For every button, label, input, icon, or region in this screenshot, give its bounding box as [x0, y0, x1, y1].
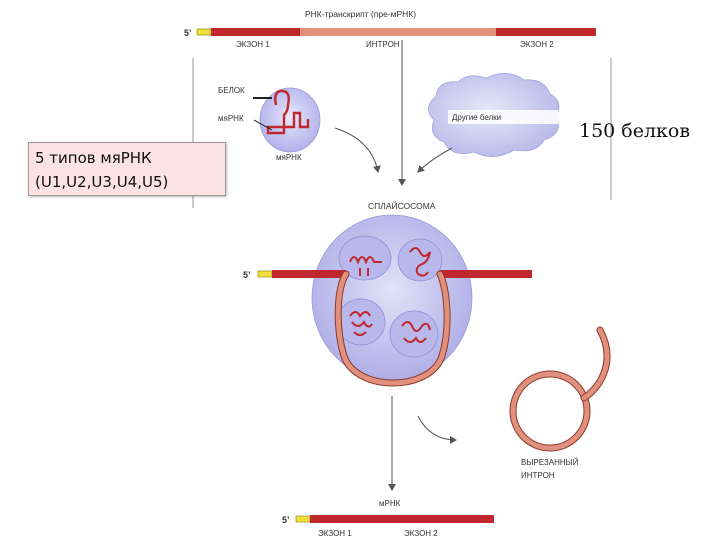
cap-mrna	[295, 515, 311, 523]
callout-line-1: 5 типов мяРНК	[35, 149, 152, 167]
transcript-title: РНК-транскрипт (пре-мРНК)	[305, 9, 416, 19]
excised-intron-tail-fill	[581, 327, 610, 401]
exon2-spliceosome	[440, 270, 532, 278]
spliceosome-label: СПЛАЙСОСОМА	[368, 200, 436, 211]
excised-intron-label-2: ИНТРОН	[521, 471, 555, 480]
excised-intron-circle-fill	[510, 371, 590, 451]
exon1-spliceosome	[272, 270, 346, 278]
arrow-from-snrnp	[334, 127, 381, 173]
arrow-from-proteins	[417, 147, 453, 173]
exon2-mrna-label: ЭКЗОН 2	[404, 529, 438, 538]
other-proteins-label: Другие белки	[452, 113, 501, 122]
snrna-pointer	[253, 119, 273, 131]
callout-line-2: (U1,U2,U3,U4,U5)	[35, 173, 169, 191]
exon1-top	[211, 28, 300, 36]
exon1-top-label: ЭКЗОН 1	[236, 40, 270, 49]
snrna-squiggle-3	[349, 311, 373, 336]
intron-top	[300, 28, 496, 36]
inner-snrnp-4	[389, 310, 439, 358]
intron-loop-fill	[335, 271, 450, 386]
excised-intron-label-1: ВЫРЕЗАННЫЙ	[521, 458, 579, 467]
cap-top	[196, 28, 212, 36]
protein-label: БЕЛОК	[218, 86, 245, 95]
proteins-count-note: 150 белков	[579, 120, 691, 142]
snrna-hairpin	[266, 89, 310, 135]
arrow-to-intron	[417, 415, 457, 444]
exon2-top	[496, 28, 596, 36]
other-proteins-box	[448, 110, 558, 124]
five-prime-mrna: 5’	[282, 515, 290, 525]
five-prime-top: 5’	[184, 28, 192, 38]
five-prime-spliceosome: 5’	[243, 270, 251, 280]
cap-spliceosome	[257, 270, 273, 278]
exon1-mrna	[310, 515, 396, 523]
inner-snrnp-3	[336, 298, 386, 346]
exon2-top-label: ЭКЗОН 2	[520, 40, 554, 49]
snrna-squiggle-1	[349, 256, 382, 276]
exon2-mrna	[396, 515, 494, 523]
snrnp-caption: мяРНК	[276, 153, 302, 162]
snrna-types-callout: 5 типов мяРНК (U1,U2,U3,U4,U5)	[28, 142, 226, 196]
inner-snrnp-2	[397, 238, 443, 282]
intron-top-label: ИНТРОН	[366, 40, 400, 49]
mrna-label: мРНК	[379, 499, 401, 508]
exon1-mrna-label: ЭКЗОН 1	[318, 529, 352, 538]
snrna-squiggle-4	[401, 321, 431, 343]
snrna-label: мяРНК	[218, 114, 244, 123]
snrna-squiggle-2	[409, 247, 431, 277]
